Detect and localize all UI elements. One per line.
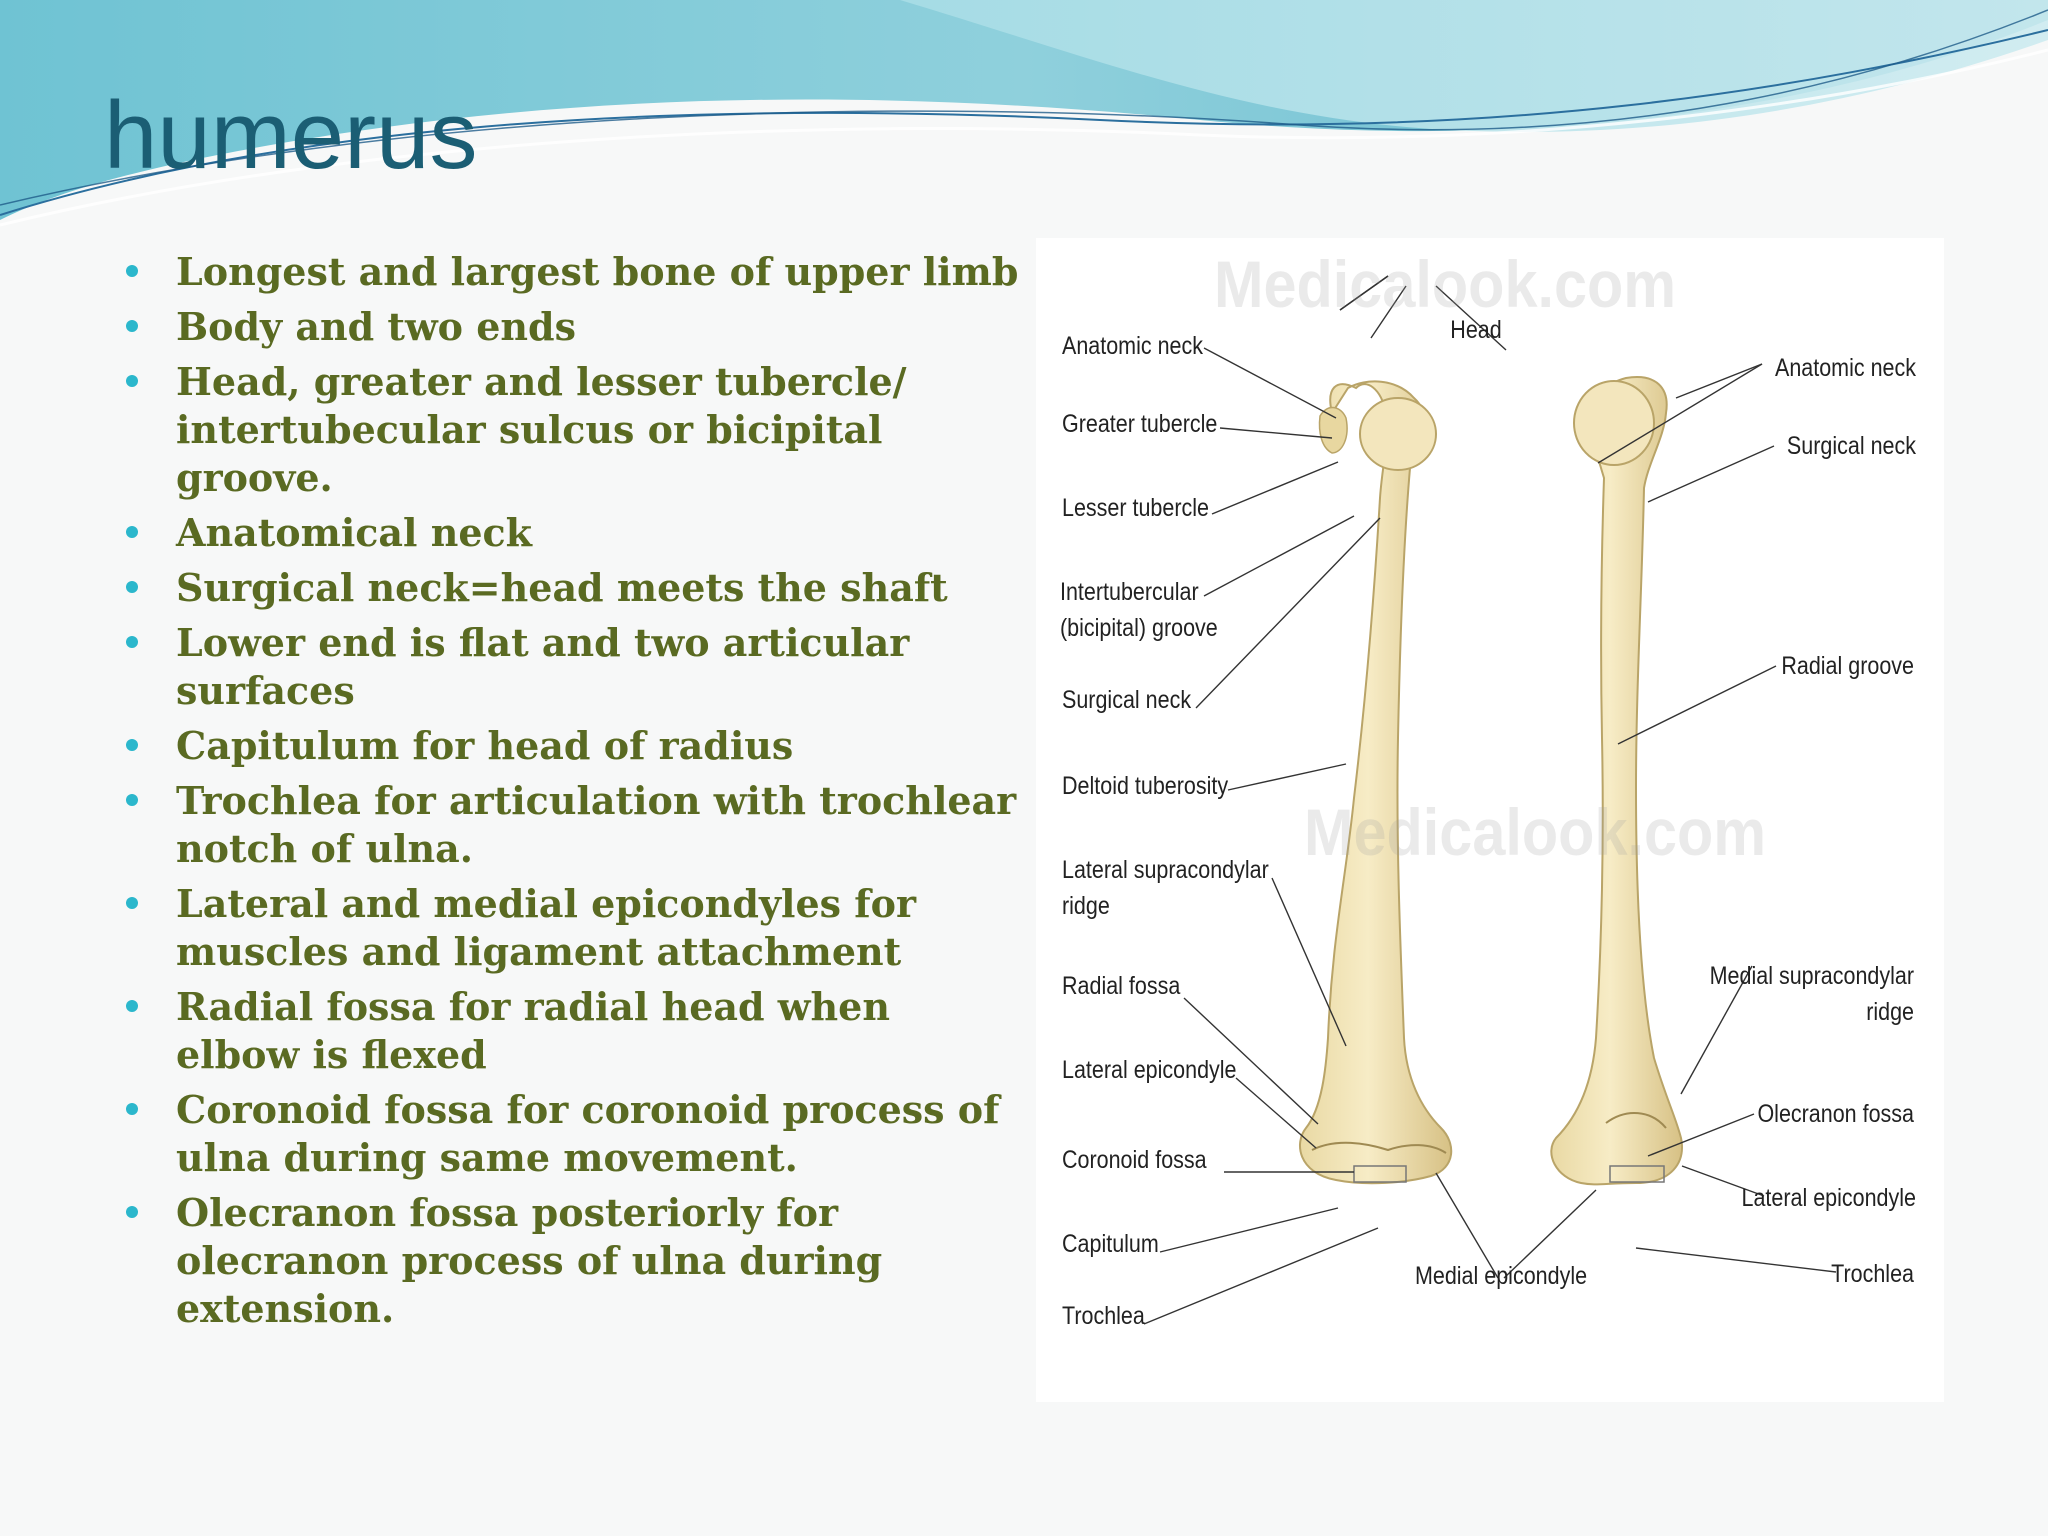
label-coronoid-fossa: Coronoid fossa [1062, 1146, 1207, 1174]
label-head: Head [1450, 316, 1502, 344]
label-intertubercular-line1: Intertubercular [1060, 578, 1199, 606]
bullet-dot-icon [126, 526, 138, 538]
bullet-dot-icon [126, 1206, 138, 1218]
watermark-top: Medicalook.com [1214, 247, 1677, 321]
bullet-item: Surgical neck=head meets the shaft [120, 564, 1020, 612]
bullet-item: Anatomical neck [120, 509, 1020, 557]
label-anatomic-neck-right: Anatomic neck [1774, 354, 1916, 382]
bullet-dot-icon [126, 636, 138, 648]
bullet-dot-icon [126, 375, 138, 387]
bullet-item: Radial fossa for radial head when elbow … [120, 983, 1020, 1079]
label-radial-groove: Radial groove [1781, 652, 1914, 680]
label-medial-epicondyle: Medial epicondyle [1414, 1262, 1588, 1290]
bullet-dot-icon [126, 794, 138, 806]
bullet-item: Lateral and medial epicondyles for muscl… [120, 880, 1020, 976]
label-radial-fossa: Radial fossa [1062, 972, 1181, 1000]
label-surgical-neck-left: Surgical neck [1062, 686, 1192, 714]
label-lateral-supracondylar-line2: ridge [1062, 892, 1110, 920]
leader-lines [1143, 275, 1837, 1325]
bullet-dot-icon [126, 265, 138, 277]
label-medial-supracondylar-line1: Medial supracondylar [1709, 962, 1914, 990]
bullet-item: Trochlea for articulation with trochlear… [120, 777, 1020, 873]
bullet-dot-icon [126, 1103, 138, 1115]
posterior-humerus [1550, 376, 1683, 1186]
bullet-item: Capitulum for head of radius [120, 722, 1020, 770]
bullet-item: Body and two ends [120, 303, 1020, 351]
label-intertubercular-line2: (bicipital) groove [1060, 614, 1218, 642]
bullet-dot-icon [126, 1000, 138, 1012]
label-olecranon-fossa: Olecranon fossa [1757, 1100, 1914, 1128]
humerus-diagram: Medicalook.com Medicalook.com Anatomic n… [1036, 238, 1944, 1402]
bullet-list: Longest and largest bone of upper limb B… [120, 248, 1020, 1340]
label-lateral-supracondylar-line1: Lateral supracondylar [1062, 856, 1269, 884]
label-medial-supracondylar-line2: ridge [1866, 998, 1914, 1026]
label-lateral-epicondyle-left: Lateral epicondyle [1062, 1056, 1237, 1084]
bullet-dot-icon [126, 897, 138, 909]
bullet-dot-icon [126, 581, 138, 593]
label-deltoid-tuberosity: Deltoid tuberosity [1062, 772, 1229, 800]
header-wave-decoration [0, 0, 2048, 227]
bullet-item: Head, greater and lesser tubercle/ inter… [120, 358, 1020, 502]
watermark-middle: Medicalook.com [1304, 795, 1767, 869]
bullet-item: Olecranon fossa posteriorly for olecrano… [120, 1189, 1020, 1333]
label-greater-tubercle: Greater tubercle [1062, 410, 1218, 438]
bullet-item: Lower end is flat and two articular surf… [120, 619, 1020, 715]
label-lesser-tubercle: Lesser tubercle [1062, 494, 1210, 522]
label-anatomic-neck-left: Anatomic neck [1062, 332, 1204, 360]
label-trochlea-right: Trochlea [1831, 1260, 1914, 1288]
slide-title: humerus [104, 82, 478, 189]
bullet-item: Longest and largest bone of upper limb [120, 248, 1020, 296]
anterior-humerus [1299, 380, 1453, 1185]
label-trochlea-left: Trochlea [1062, 1302, 1145, 1330]
label-lateral-epicondyle-right: Lateral epicondyle [1741, 1184, 1916, 1212]
bullet-item: Coronoid fossa for coronoid process of u… [120, 1086, 1020, 1182]
label-capitulum: Capitulum [1062, 1230, 1159, 1258]
bullet-dot-icon [126, 320, 138, 332]
bullet-dot-icon [126, 739, 138, 751]
label-surgical-neck-right: Surgical neck [1786, 432, 1916, 460]
humerus-bones-illustration [1143, 275, 1837, 1325]
